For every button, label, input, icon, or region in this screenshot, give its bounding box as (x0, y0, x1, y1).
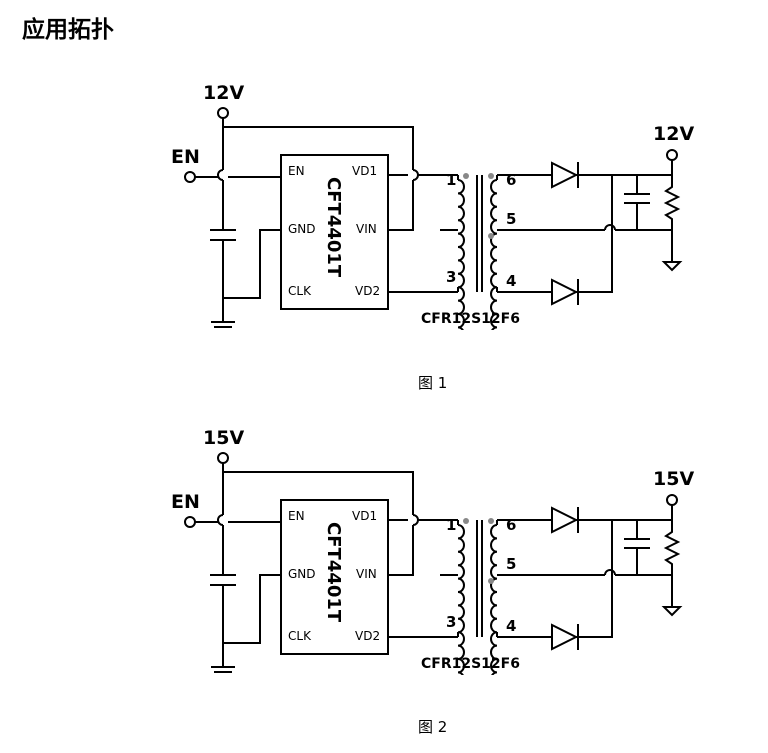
diode-top (551, 161, 579, 189)
pin-gnd-label: GND (288, 222, 316, 236)
circuit-diagram-1: 12V EN EN GND CLK VD1 VIN VD2 CFT4401T 1… (0, 0, 768, 369)
figure-1-caption: 图 1 (418, 374, 448, 392)
chip-name: CFT4401T (323, 177, 344, 278)
output-voltage-label: 15V (653, 468, 694, 490)
schematic-2: 15V EN EN GND CLK VD1 VIN VD2 CFT4401T 1… (171, 427, 694, 714)
output-terminal (666, 494, 678, 506)
transformer-pin-1: 1 (446, 516, 456, 534)
gnd-wire (223, 229, 281, 299)
diode-bottom (551, 278, 579, 306)
ground-icon-output (661, 261, 683, 272)
secondary-wires (497, 519, 672, 638)
transformer-part-number: CFR12S12F6 (421, 656, 520, 672)
polarity-dot-secondary-top (488, 518, 494, 524)
transformer-pin-3: 3 (446, 613, 456, 631)
figure-2-caption: 图 2 (418, 718, 448, 736)
transformer-pin-5: 5 (506, 555, 516, 573)
transformer-pin-4: 4 (506, 617, 516, 635)
output-rail (612, 505, 673, 521)
pin-vd2-label: VD2 (355, 284, 380, 298)
transformer-pin-3: 3 (446, 268, 456, 286)
transformer-pin-1: 1 (446, 171, 456, 189)
enable-label: EN (171, 491, 200, 513)
wire-crossover-secondary (604, 569, 616, 576)
transformer-part-number: CFR12S12F6 (421, 311, 520, 327)
load-resistor (663, 520, 681, 607)
diode-top (551, 506, 579, 534)
transformer-pin-6: 6 (506, 171, 516, 189)
wire-crossover (217, 169, 224, 181)
output-terminal (666, 149, 678, 161)
polarity-dot-primary (463, 173, 469, 179)
output-voltage-label: 12V (653, 123, 694, 145)
pin-gnd-label: GND (288, 567, 316, 581)
polarity-dot-secondary-top (488, 173, 494, 179)
secondary-wires (497, 174, 672, 293)
ground-icon-input (211, 666, 235, 678)
pin-en-label: EN (288, 164, 305, 178)
polarity-dot-secondary-mid (488, 233, 494, 239)
output-capacitor (624, 175, 650, 230)
chip-body (280, 154, 389, 310)
output-rail (612, 160, 673, 176)
pin-vd1-label: VD1 (352, 164, 377, 178)
enable-label: EN (171, 146, 200, 168)
circuit-diagram-2: 15V EN EN GND CLK VD1 VIN VD2 CFT4401T 1… (0, 345, 768, 714)
input-voltage-label: 12V (203, 82, 244, 104)
primary-winding (457, 524, 465, 714)
diode-bottom (551, 623, 579, 651)
pin-vin-label: VIN (356, 222, 377, 236)
top-rail (223, 126, 414, 170)
ground-icon-input (211, 321, 235, 333)
transformer-pin-5: 5 (506, 210, 516, 228)
ground-icon-output (661, 606, 683, 617)
enable-terminal (184, 171, 196, 183)
output-capacitor (624, 520, 650, 575)
transformer-pin-6: 6 (506, 516, 516, 534)
input-voltage-label: 15V (203, 427, 244, 449)
wire-crossover-vd1 (412, 169, 419, 181)
load-resistor (663, 175, 681, 262)
secondary-winding (490, 179, 498, 369)
wire-crossover-secondary (604, 224, 616, 231)
polarity-dot-primary (463, 518, 469, 524)
transformer-core (476, 520, 483, 637)
chip-body (280, 499, 389, 655)
enable-terminal (184, 516, 196, 528)
input-capacitor (210, 229, 236, 322)
primary-winding (457, 179, 465, 369)
transformer-pin-4: 4 (506, 272, 516, 290)
top-rail (223, 471, 414, 515)
gnd-wire (223, 574, 281, 644)
schematic-1: 12V EN EN GND CLK VD1 VIN VD2 CFT4401T 1… (171, 82, 694, 369)
pin-en-label: EN (288, 509, 305, 523)
pin-clk-label: CLK (288, 629, 312, 643)
pin-vin-label: VIN (356, 567, 377, 581)
vin-wire (388, 180, 414, 231)
input-supply-terminal (217, 452, 229, 464)
page-title: 应用拓扑 (22, 17, 114, 43)
wire-crossover-vd1 (412, 514, 419, 526)
input-supply-terminal (217, 107, 229, 119)
pin-vd1-label: VD1 (352, 509, 377, 523)
input-capacitor (210, 574, 236, 667)
chip-name: CFT4401T (323, 522, 344, 623)
pin-vd2-label: VD2 (355, 629, 380, 643)
transformer-core (476, 175, 483, 292)
polarity-dot-secondary-mid (488, 578, 494, 584)
secondary-winding (490, 524, 498, 714)
wire-crossover (217, 514, 224, 526)
pin-clk-label: CLK (288, 284, 312, 298)
vin-wire (388, 525, 414, 576)
